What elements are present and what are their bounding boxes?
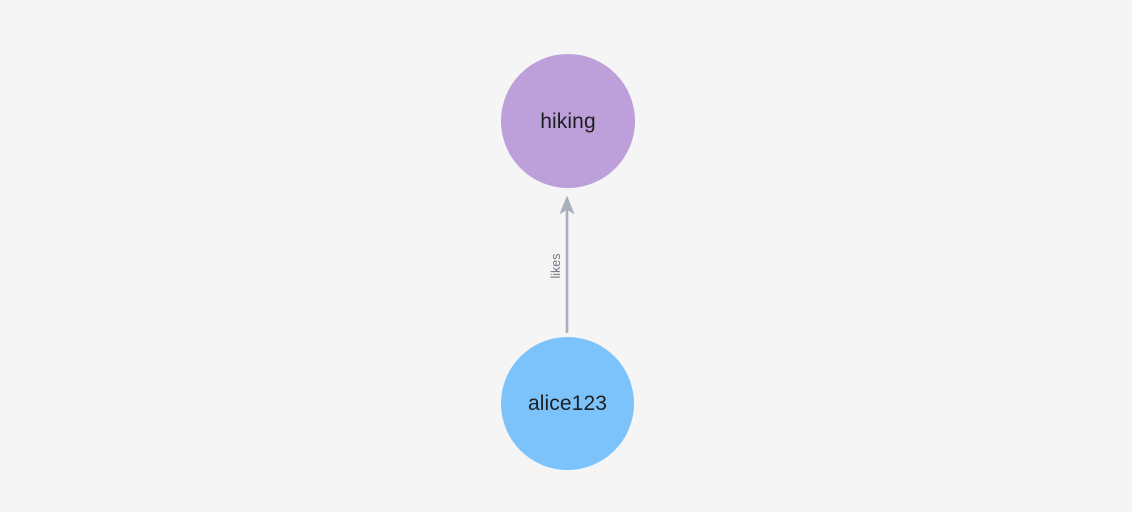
edge-arrowhead-icon [559,195,575,215]
node-label: alice123 [527,392,608,415]
edge-label-likes: likes [548,253,563,279]
node-label: hiking [540,109,596,133]
graph-node-alice123[interactable]: alice123 [501,337,634,470]
graph-node-hiking[interactable]: hiking [501,54,635,188]
edge-alice123-likes-hiking[interactable] [559,195,575,334]
